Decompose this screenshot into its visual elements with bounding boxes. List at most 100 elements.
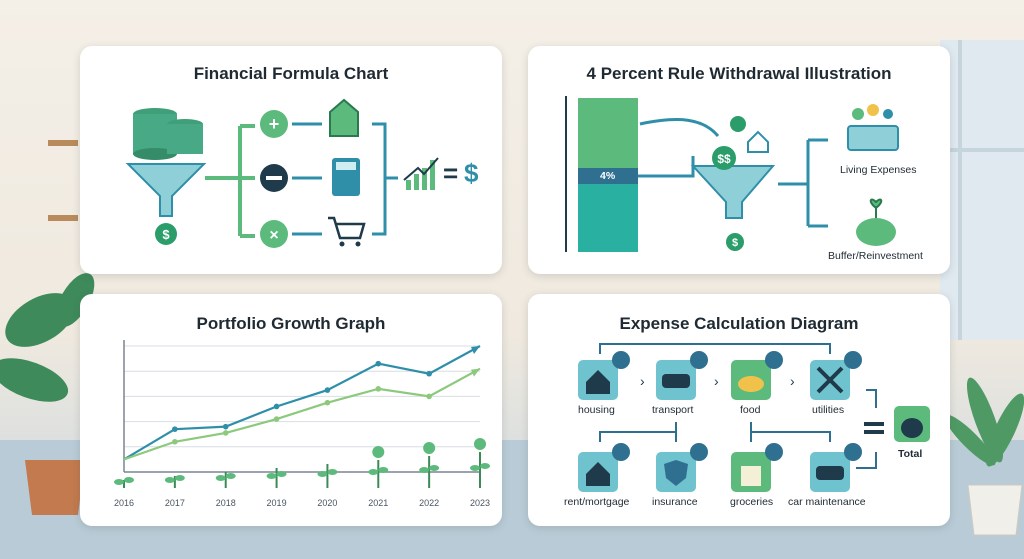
sprout-leaf xyxy=(174,475,185,481)
dollar-coin-icon xyxy=(726,233,744,251)
cart-icon xyxy=(328,216,366,240)
series-arrowhead xyxy=(471,346,480,354)
data-point xyxy=(375,386,382,392)
growth-chart: 2016 2017 2018 2019 2020 2021 2022 2023 xyxy=(114,340,490,508)
plus-icon xyxy=(260,110,288,138)
groceries-label: groceries xyxy=(730,496,774,508)
piggy-bank-icon xyxy=(856,218,896,246)
coin-stack-icon xyxy=(133,108,203,160)
insurance-icon xyxy=(656,443,708,492)
total-money-bag-icon xyxy=(894,406,930,442)
data-point xyxy=(222,423,229,430)
sprout-leaf xyxy=(480,463,490,469)
data-point xyxy=(426,370,432,377)
flow-arrows xyxy=(205,124,255,238)
sprout-leaf xyxy=(266,473,277,479)
food-icon xyxy=(731,351,783,400)
transport-label: transport xyxy=(652,404,694,416)
funnel-icon xyxy=(125,163,207,217)
living-expenses-icon xyxy=(847,125,899,151)
portfolio-bar-bottom xyxy=(578,184,638,252)
series-line-2 xyxy=(123,367,481,461)
x-tick-label: 2016 xyxy=(114,498,134,508)
financial-formula-panel: Financial Formula Chart $ + × xyxy=(80,46,502,274)
sprout-coin-icon xyxy=(423,442,436,454)
svg-text:$: $ xyxy=(162,227,170,242)
utilities-label: utilities xyxy=(812,404,845,416)
svg-text:×: × xyxy=(269,227,278,244)
plant-right-icon xyxy=(944,377,1024,467)
data-point xyxy=(273,403,280,410)
total-label: Total xyxy=(898,448,923,460)
svg-text:›: › xyxy=(714,373,719,389)
sprout-leaf xyxy=(419,467,430,473)
sprout-leaf xyxy=(317,471,328,477)
dollar-sign: $ xyxy=(464,158,479,188)
expense-calculation-panel: Expense Calculation Diagram › › › xyxy=(528,294,950,526)
series-arrowhead xyxy=(471,368,480,377)
sprout-leaf xyxy=(368,469,379,475)
sprout-coin-icon xyxy=(474,438,486,450)
x-tick-label: 2019 xyxy=(267,498,287,508)
housing-label: housing xyxy=(578,404,615,416)
sprout-leaf xyxy=(225,473,236,479)
formula-diagram: $ + × xyxy=(125,98,439,248)
sprout-leaf xyxy=(124,477,134,483)
series-line-1 xyxy=(123,345,481,461)
flow-arrow xyxy=(639,118,720,137)
data-point xyxy=(375,360,382,367)
x-tick-label: 2020 xyxy=(317,498,337,508)
groceries-icon xyxy=(731,443,783,492)
transport-icon xyxy=(656,351,708,400)
funnel-icon xyxy=(690,165,776,219)
house-icon xyxy=(747,130,769,153)
panel-title: 4 Percent Rule Withdrawal Illustration xyxy=(586,64,892,83)
panel-title: Financial Formula Chart xyxy=(193,64,389,83)
svg-text:›: › xyxy=(640,373,645,389)
sprout-leaf xyxy=(429,465,440,471)
multiply-icon xyxy=(260,220,288,248)
dollar-coin-icon xyxy=(730,116,746,132)
data-point xyxy=(172,438,178,445)
portfolio-bar-top xyxy=(578,98,638,168)
data-point xyxy=(324,399,331,406)
plant-left-icon xyxy=(0,273,95,402)
food-label: food xyxy=(740,404,761,416)
utilities-icon xyxy=(810,351,862,400)
x-tick-label: 2023 xyxy=(470,498,490,508)
car-maintenance-label: car maintenance xyxy=(788,496,866,508)
chart-title: Portfolio Growth Graph xyxy=(196,314,386,333)
sprout-leaf xyxy=(114,479,124,485)
svg-text:›: › xyxy=(790,373,795,389)
dollar-coin-icon xyxy=(155,223,177,245)
sprout-leaf xyxy=(470,465,480,471)
four-percent-label: 4% xyxy=(600,170,616,182)
insurance-label: insurance xyxy=(652,496,698,508)
rent-mortgage-label: rent/mortgage xyxy=(564,496,630,508)
sprout-leaf xyxy=(215,475,226,481)
sprout-leaf xyxy=(276,471,287,477)
four-percent-segment xyxy=(578,168,638,184)
sprout-leaf xyxy=(378,467,389,473)
sprout-leaf xyxy=(164,477,175,483)
rent-mortgage-icon xyxy=(578,443,630,492)
buffer-label: Buffer/Reinvestment xyxy=(828,250,923,262)
withdrawal-diagram: $$ $ xyxy=(565,96,899,252)
x-tick-label: 2018 xyxy=(216,498,236,508)
data-point xyxy=(324,387,331,393)
x-tick-label: 2021 xyxy=(368,498,388,508)
expense-diagram: › › › xyxy=(578,343,930,492)
data-point xyxy=(222,430,229,436)
panel-title: Expense Calculation Diagram xyxy=(619,314,859,333)
growth-chart-icon xyxy=(403,157,439,190)
data-point xyxy=(273,416,280,422)
sprout-leaf xyxy=(327,469,338,475)
housing-icon xyxy=(578,351,630,400)
svg-text:+: + xyxy=(269,114,280,134)
x-tick-label: 2017 xyxy=(165,498,185,508)
svg-text:$: $ xyxy=(732,237,738,249)
data-point xyxy=(172,426,178,432)
living-expenses-label: Living Expenses xyxy=(840,164,917,176)
x-tick-label: 2022 xyxy=(419,498,439,508)
